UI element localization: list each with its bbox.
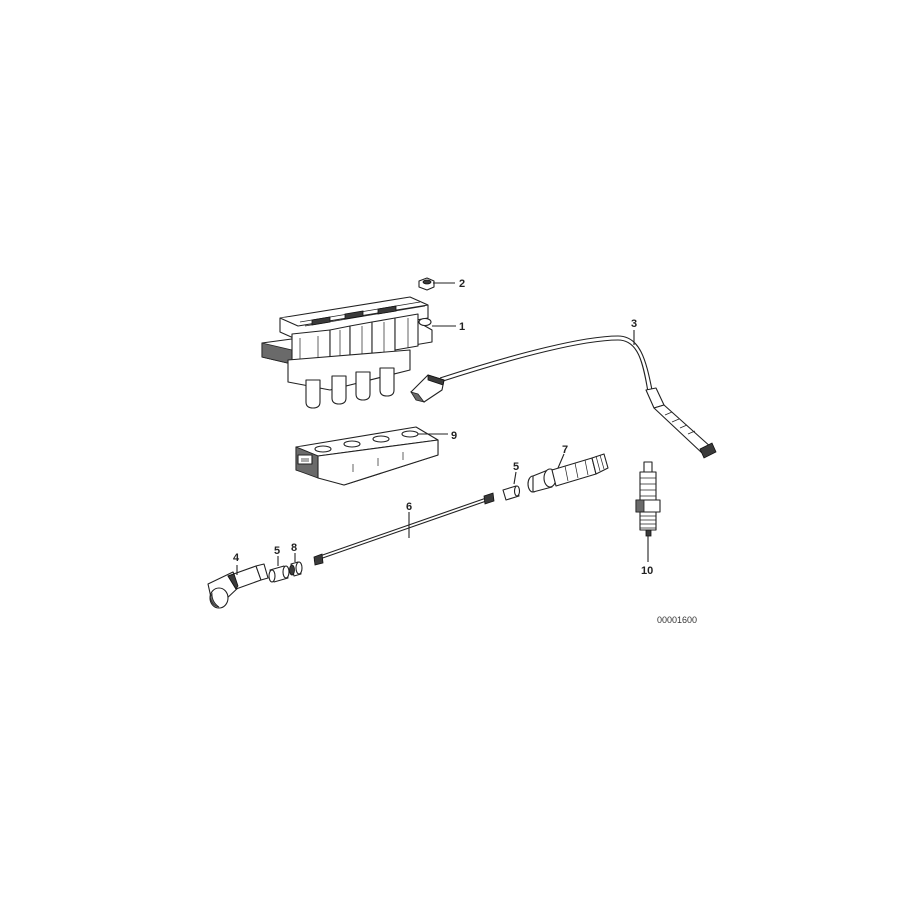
ignition-lead[interactable]	[410, 335, 717, 459]
callout-1: 1	[459, 321, 465, 333]
nut[interactable]	[418, 277, 435, 291]
spark-plug[interactable]	[635, 461, 661, 537]
callout-9: 9	[451, 430, 457, 442]
callout-3: 3	[631, 318, 637, 330]
plug-boot-angled[interactable]	[207, 563, 269, 609]
terminal-left[interactable]	[268, 565, 290, 583]
callout-10: 10	[641, 565, 653, 577]
terminal-right[interactable]	[502, 485, 521, 501]
ignition-coil[interactable]	[261, 296, 433, 409]
coil-cover[interactable]	[295, 426, 439, 486]
callout-2: 2	[459, 278, 465, 290]
plug-boot-straight[interactable]	[527, 453, 609, 493]
callout-5-left: 5	[274, 545, 280, 557]
callout-7: 7	[562, 444, 568, 456]
drawing-code: 00001600	[657, 615, 697, 625]
ignition-cable[interactable]	[313, 492, 495, 566]
callout-6: 6	[406, 501, 412, 513]
callout-8: 8	[291, 542, 297, 554]
callout-5-right: 5	[513, 461, 519, 473]
callout-4: 4	[233, 552, 240, 564]
seal[interactable]	[289, 561, 303, 577]
leader-lines	[236, 282, 649, 575]
